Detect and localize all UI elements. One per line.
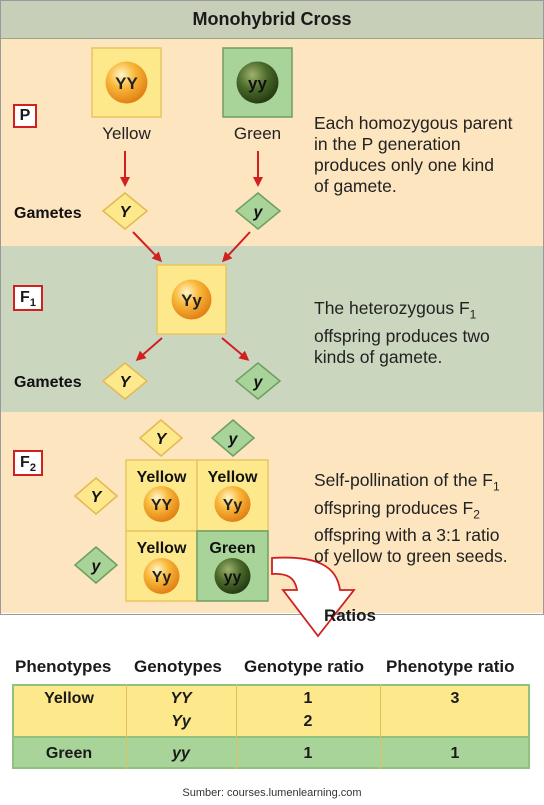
punnett-cell-1-phenotype: Yellow — [137, 469, 187, 486]
p-description-line-2: in the P generation — [314, 134, 461, 154]
f2-label-main: F — [20, 454, 30, 471]
f2-description-line-1: Self-pollination of the F1 — [314, 470, 539, 498]
f2-description-line-2-main: offspring produces F — [314, 497, 474, 518]
punnett-cell-4-phenotype: Green — [209, 540, 255, 557]
ratios-curved-arrow — [271, 556, 356, 638]
f2-description-line-2: offspring produces F2 — [314, 498, 539, 526]
punnett-cell-3-phenotype: Yellow — [137, 540, 187, 557]
f1-gametes-label: Gametes — [14, 374, 82, 391]
table-divider-2 — [236, 684, 237, 769]
table-row-yellow — [12, 684, 530, 738]
f1-description-line-1: The heterozygous F1 — [314, 298, 539, 326]
seed-punnett-2-icon — [214, 486, 251, 522]
p-description-line-3: produces only one kind — [314, 155, 494, 175]
arrow-gamete-green-f1 — [221, 231, 251, 263]
row-green-genotype-ratio: 1 — [303, 745, 313, 762]
row-green-phenotype: Green — [45, 745, 93, 762]
row-yellow-phenotype-ratio: 3 — [450, 690, 460, 707]
f1-genotype: Yy — [181, 291, 202, 310]
p-label: P — [19, 107, 31, 124]
f2-top-gamete-green — [210, 419, 256, 457]
p-gamete-green — [234, 192, 282, 230]
parent-green-genotype: yy — [248, 74, 267, 93]
table-divider-1 — [126, 684, 127, 769]
f2-description-line-4: of yellow to green seeds. — [314, 546, 508, 566]
f1-label-sub: 1 — [29, 297, 36, 310]
p-description: Each homozygous parent in the P generati… — [314, 113, 539, 197]
arrow-gamete-yellow-f1 — [132, 231, 163, 263]
f1-gamete-yellow — [101, 362, 149, 400]
title-bar — [1, 1, 543, 39]
table-row-green — [12, 738, 530, 769]
f2-description-line-3: offspring with a 3:1 ratio — [314, 525, 500, 545]
cross-diagram: YY Yellow yy Green Gametes Y y Yy Gamete… — [14, 47, 356, 638]
f1-label-box: F1 — [13, 285, 43, 311]
p-gamete-yellow — [101, 192, 149, 230]
f2-top-gamete-yellow — [138, 419, 184, 457]
seed-punnett-3-icon — [143, 558, 180, 594]
punnett-cell-1-genotype: YY — [151, 497, 173, 514]
f1-description-line-1-sub: 1 — [469, 307, 477, 322]
seed-green-icon — [236, 61, 279, 104]
header-genotypes: Genotypes — [134, 657, 222, 676]
f2-side-gamete-yellow-label: Y — [91, 489, 103, 506]
p-gametes-label: Gametes — [14, 205, 82, 222]
ratios-label: Ratios — [324, 606, 376, 625]
row-yellow-genotype-ratio-1: 1 — [303, 690, 313, 707]
header-genotype-ratio: Genotype ratio — [244, 657, 364, 676]
seed-punnett-4-icon — [214, 558, 251, 594]
f1-gamete-green — [234, 362, 282, 400]
header-phenotypes: Phenotypes — [15, 657, 112, 676]
f2-description: Self-pollination of the F1 offspring pro… — [314, 470, 539, 567]
f1-description-line-3: kinds of gamete. — [314, 346, 443, 367]
punnett-cell-2-genotype: Yy — [223, 497, 243, 514]
p-description-line-1: Each homozygous parent — [314, 113, 513, 133]
row-green-genotype: yy — [172, 745, 190, 762]
source-caption: Sumber: courses.lumenlearning.com — [182, 787, 362, 799]
f2-side-gamete-green-label: y — [91, 558, 102, 575]
f2-top-gamete-green-label: y — [228, 431, 239, 448]
punnett-cell-3-genotype: Yy — [152, 569, 172, 586]
parent-yellow-name: Yellow — [102, 124, 151, 143]
f1-description-line-2: offspring produces two — [314, 325, 490, 346]
row-yellow-phenotype: Yellow — [44, 690, 94, 707]
arrow-f1-yellow — [135, 337, 163, 361]
table-divider-3 — [380, 684, 381, 769]
p-gamete-yellow-label: Y — [120, 204, 132, 221]
f1-description-line-1-main: The heterozygous F — [314, 298, 470, 318]
f2-side-gamete-yellow — [73, 477, 119, 515]
f1-label-main: F — [20, 289, 30, 306]
f2-description-line-1-sub: 1 — [493, 479, 500, 494]
row-yellow-genotype-1: YY — [170, 690, 192, 707]
f2-label-box: F2 — [13, 450, 43, 476]
p-label-box: P — [13, 104, 37, 128]
f1-description: The heterozygous F1 offspring produces t… — [314, 298, 539, 368]
row-yellow-genotype-2: Yy — [171, 713, 191, 730]
seed-f1-icon — [171, 279, 212, 320]
punnett-cell-4-genotype: yy — [224, 569, 242, 586]
f2-label-sub: 2 — [29, 462, 36, 475]
parent-yellow-genotype: YY — [115, 74, 138, 93]
f2-description-line-2-sub: 2 — [473, 507, 480, 521]
row-yellow-genotype-ratio-2: 2 — [303, 713, 313, 730]
seed-yellow-icon — [105, 61, 148, 104]
parent-green-name: Green — [234, 124, 281, 143]
f1-gamete-yellow-label: Y — [120, 374, 132, 391]
f1-gamete-green-label: y — [253, 374, 264, 391]
arrow-f1-green — [221, 337, 250, 361]
title-text: Monohybrid Cross — [192, 9, 352, 29]
seed-punnett-1-icon — [143, 486, 180, 522]
p-description-line-4: of gamete. — [314, 176, 397, 196]
f2-top-gamete-yellow-label: Y — [156, 431, 168, 448]
f2-description-line-1-main: Self-pollination of the F — [314, 470, 493, 490]
header-phenotype-ratio: Phenotype ratio — [386, 657, 515, 676]
row-green-phenotype-ratio: 1 — [450, 745, 460, 762]
punnett-cell-2-phenotype: Yellow — [208, 469, 258, 486]
f2-side-gamete-green — [73, 546, 119, 584]
p-gamete-green-label: y — [253, 204, 264, 221]
